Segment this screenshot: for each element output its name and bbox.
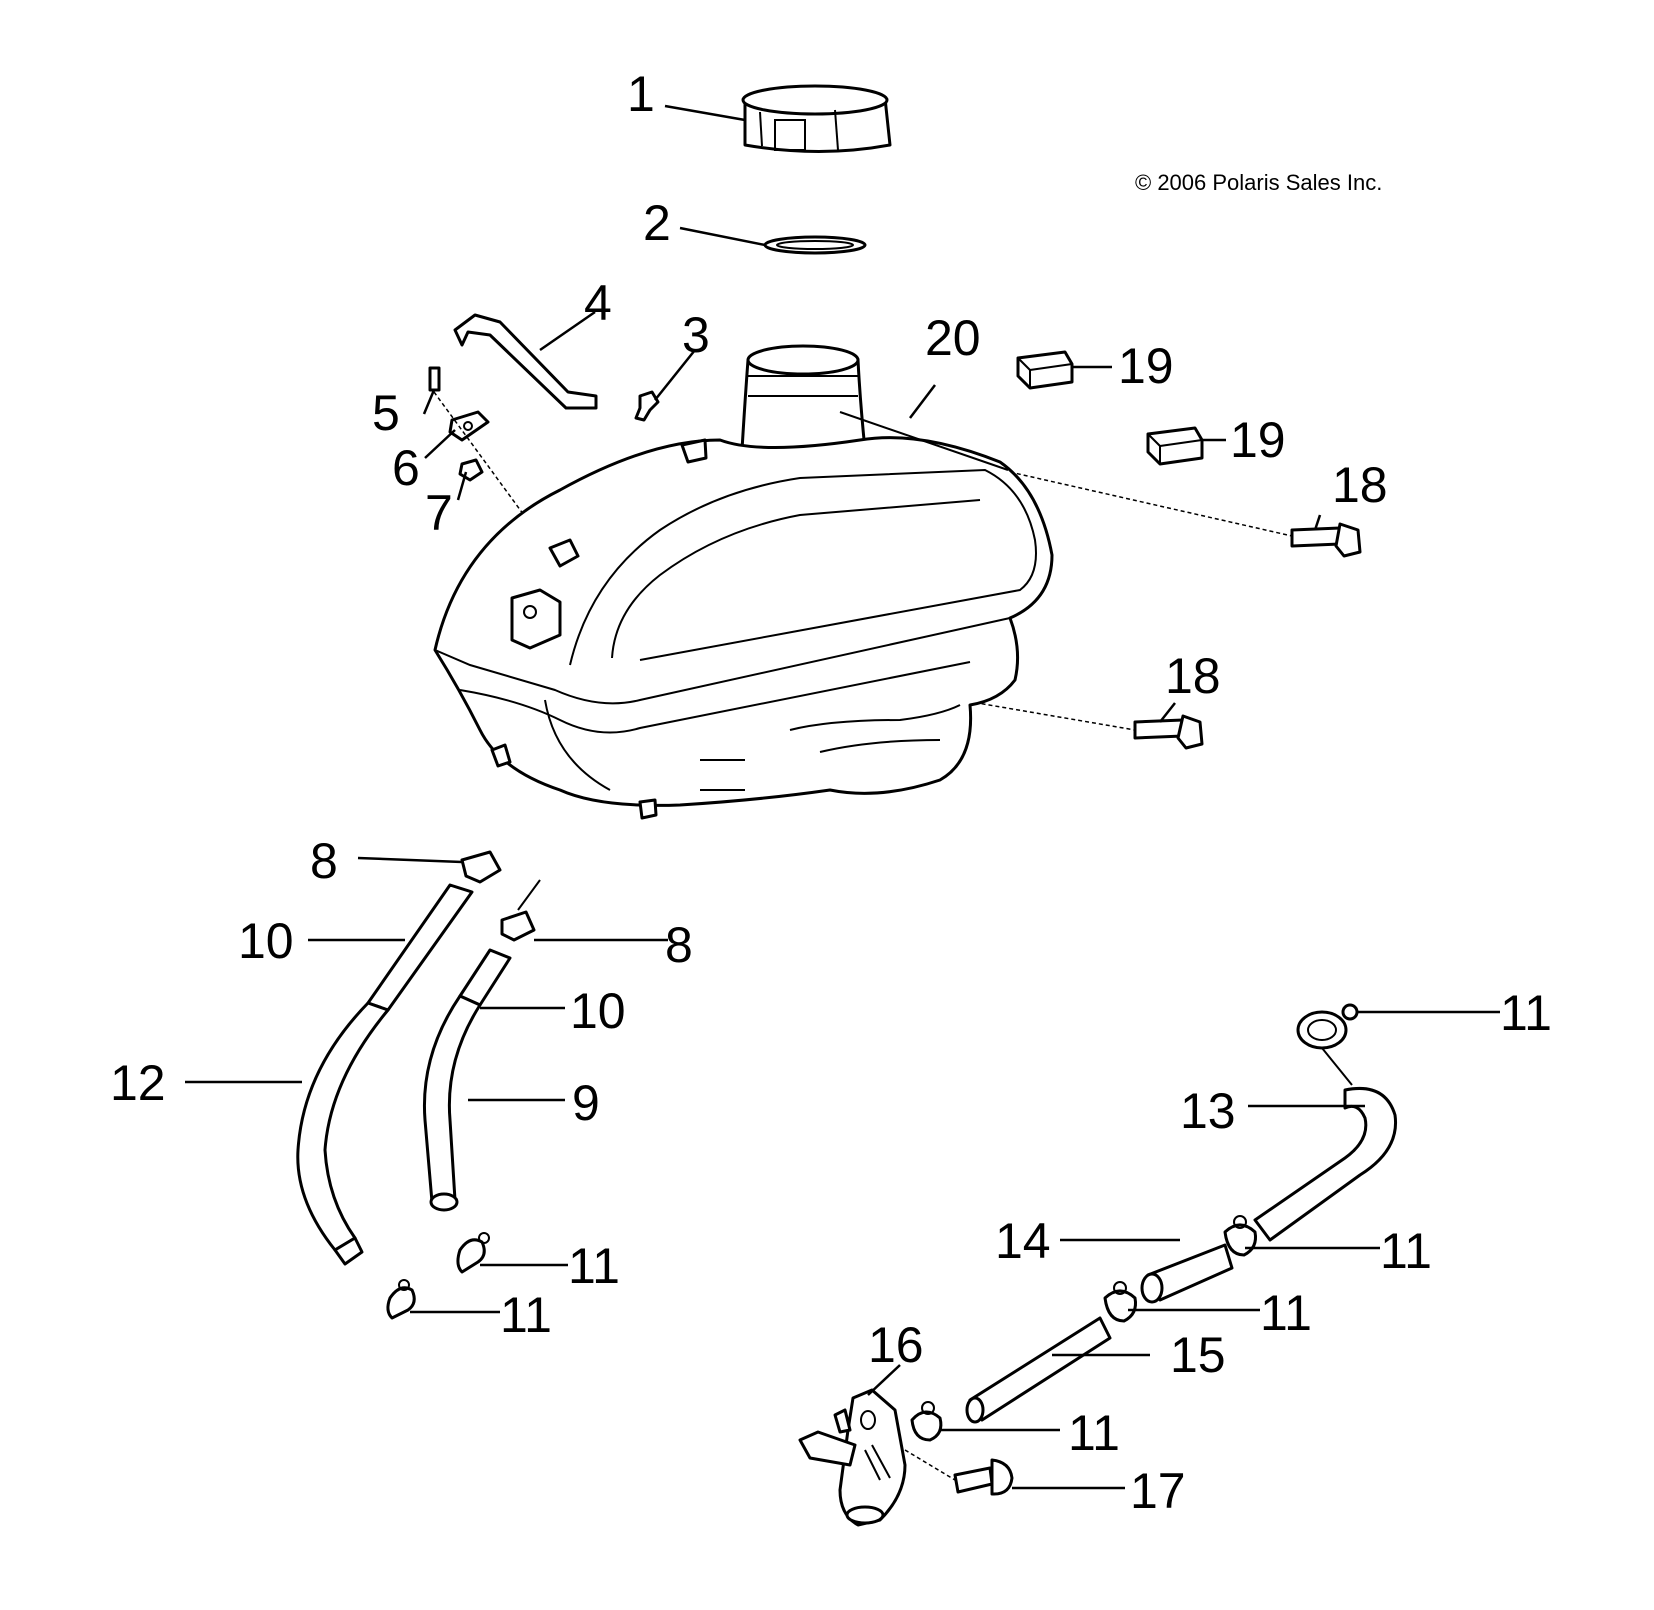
callout-11-f: 11 xyxy=(1068,1405,1120,1461)
callout-6: 6 xyxy=(392,440,420,496)
callout-9: 9 xyxy=(572,1075,600,1131)
callout-17: 17 xyxy=(1130,1463,1186,1519)
callout-16: 16 xyxy=(868,1317,924,1373)
callout-11-e: 11 xyxy=(1260,1285,1312,1341)
callout-14: 14 xyxy=(995,1213,1051,1269)
callout-20: 20 xyxy=(925,310,981,366)
callout-5: 5 xyxy=(372,385,400,441)
callout-13: 13 xyxy=(1180,1083,1236,1139)
callout-11-c: 11 xyxy=(1500,985,1552,1041)
callout-10-right: 10 xyxy=(570,983,626,1039)
callout-8-right: 8 xyxy=(665,917,693,973)
part-fuel-valve xyxy=(798,1388,907,1527)
part-fuel-tank xyxy=(433,344,1054,820)
leader-lines xyxy=(185,104,1500,1490)
callout-8-left: 8 xyxy=(310,833,338,889)
part-hoses-right xyxy=(910,1003,1398,1442)
callout-2: 2 xyxy=(643,195,671,251)
callout-15: 15 xyxy=(1170,1327,1226,1383)
callout-18-upper: 18 xyxy=(1332,457,1388,513)
callouts: 1 2 3 4 5 6 7 8 8 9 10 10 11 11 11 11 11… xyxy=(110,66,1552,1519)
callout-19-upper: 19 xyxy=(1118,338,1174,394)
callout-11-a: 11 xyxy=(568,1238,620,1294)
callout-1: 1 xyxy=(627,66,655,122)
part-hoses-left xyxy=(296,850,541,1320)
callout-11-b: 11 xyxy=(500,1287,552,1343)
callout-7: 7 xyxy=(425,485,453,541)
part-vent-bracket xyxy=(453,313,598,410)
part-screw-small xyxy=(634,390,660,422)
callout-11-d: 11 xyxy=(1380,1223,1432,1279)
callout-19-lower: 19 xyxy=(1230,412,1286,468)
callout-4: 4 xyxy=(584,275,612,331)
part-gasket xyxy=(763,235,867,255)
part-fuel-cap xyxy=(741,84,892,153)
copyright-notice: © 2006 Polaris Sales Inc. xyxy=(1135,170,1382,195)
callout-3: 3 xyxy=(682,307,710,363)
part-rubber-pads xyxy=(1016,350,1204,466)
callout-12: 12 xyxy=(110,1055,166,1111)
part-valve-screw xyxy=(904,1449,1014,1496)
callout-18-lower: 18 xyxy=(1165,648,1221,704)
callout-10-left: 10 xyxy=(238,913,294,969)
